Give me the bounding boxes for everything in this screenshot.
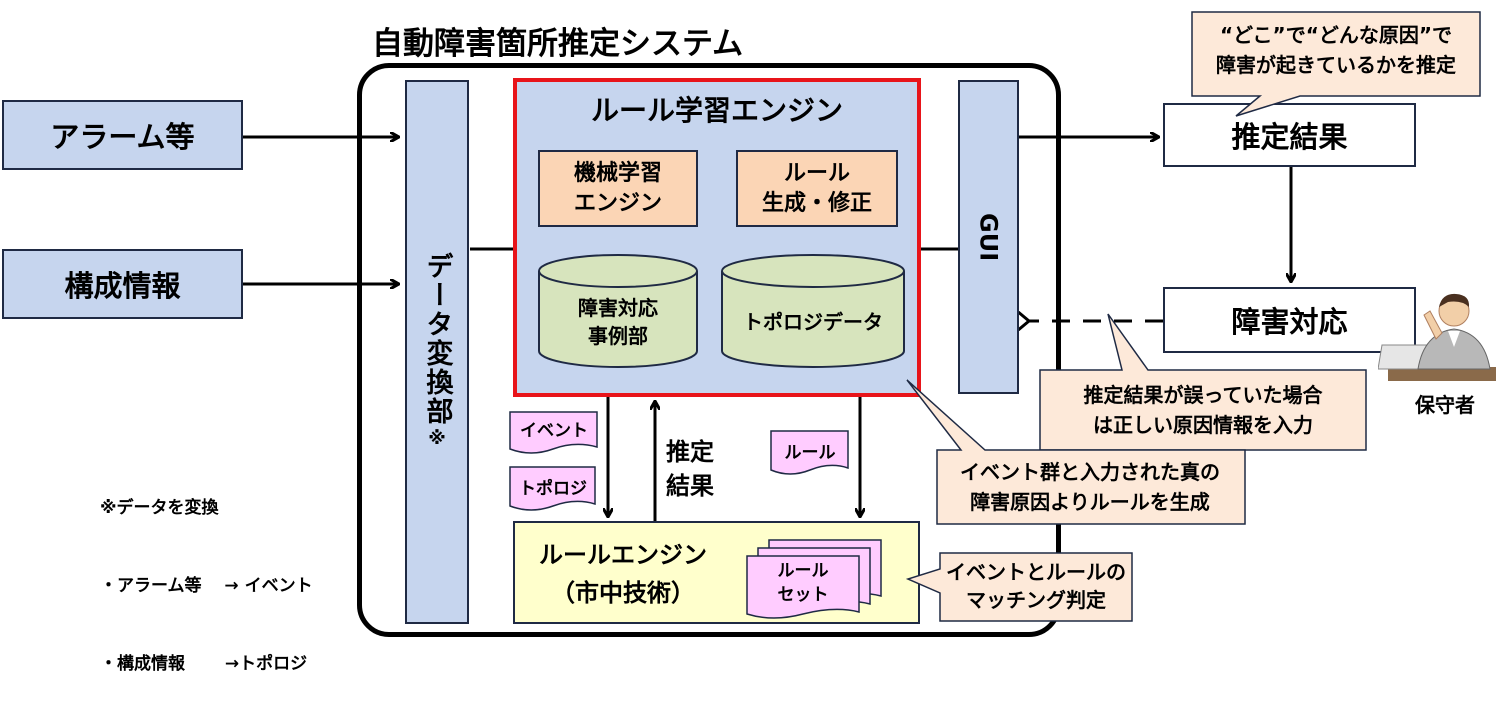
callout-where-what-line2: 障害が起きているかを推定 <box>1216 53 1456 77</box>
callout-matching-line1: イベントとルールの <box>946 560 1126 584</box>
callout-where-what: “どこ”で“どんな原因”で 障害が起きているかを推定 <box>1192 14 1480 86</box>
maintainer-label: 保守者 <box>1415 392 1475 417</box>
estimate-arrow-line2: 結果 <box>666 472 714 500</box>
event-document-label: イベント <box>520 420 588 441</box>
system-title: 自動障害箇所推定システム <box>372 26 744 62</box>
callout-generate-rule-line1: イベント群と入力された真の <box>960 460 1220 484</box>
ruleset-label: ルール セット <box>747 558 859 608</box>
event-document-icon <box>509 411 598 454</box>
ruleset-document-stack-icon <box>746 539 882 619</box>
ml-engine-line1: 機械学習 <box>573 160 662 186</box>
rule-engine-title: ルールエンジン <box>539 541 707 569</box>
gui-label: GUI <box>974 212 1003 262</box>
db-topology-cylinder-icon <box>721 254 905 368</box>
connector-layer <box>243 0 1504 521</box>
callout-wrong-result: 推定結果が誤っていた場合 は正しい原因情報を入力 <box>1042 374 1364 446</box>
rule-engine-title-block: ルールエンジン （市中技術） <box>518 531 728 617</box>
callout-generate-rule: イベント群と入力された真の 障害原因よりルールを生成 <box>940 452 1240 522</box>
rule-document-label: ルール <box>784 442 836 463</box>
rule-generation-box: ルール 生成・修正 <box>736 150 898 227</box>
db-topology-label: トポロジデータ <box>743 310 883 334</box>
estimate-result-label: 推定結果 <box>1231 120 1348 154</box>
input-alarm-box: アラーム等 <box>2 100 243 170</box>
data-converter-box: データ変換部 ※ <box>405 80 469 624</box>
callout-where-what-shape <box>1191 11 1481 117</box>
note-line-alarm: ・アラーム等 → イベント <box>100 576 313 596</box>
fault-response-box: 障害対応 <box>1163 287 1416 353</box>
data-converter-mark: ※ <box>428 428 446 449</box>
estimate-arrow-line1: 推定 <box>666 438 714 466</box>
db-cases-line1: 障害対応 <box>578 296 658 320</box>
note-line-config: ・構成情報 →トポロジ <box>100 654 308 674</box>
db-cases-cylinder-icon <box>538 254 698 368</box>
input-config-label: 構成情報 <box>64 269 181 303</box>
gui-box: GUI <box>958 80 1019 394</box>
callout-generate-rule-shape <box>906 379 1246 525</box>
callout-wrong-result-line2: は正しい原因情報を入力 <box>1093 413 1313 437</box>
callout-matching-line2: マッチング判定 <box>966 588 1106 612</box>
ruleset-line2: セット <box>777 585 829 605</box>
rule-generation-line2: 生成・修正 <box>761 190 872 216</box>
data-converter-label: データ変換部 <box>421 252 453 426</box>
db-cases-label: 障害対応 事例部 <box>537 290 699 354</box>
note-title: ※データを変換 <box>100 498 219 518</box>
topology-document-label: トポロジ <box>519 478 587 499</box>
ml-engine-line2: エンジン <box>573 190 662 216</box>
input-alarm-label: アラーム等 <box>50 120 195 154</box>
conversion-note: ※データを変換 ・アラーム等 → イベント ・構成情報 →トポロジ <box>100 443 350 674</box>
callout-wrong-result-line1: 推定結果が誤っていた場合 <box>1083 383 1323 407</box>
rule-engine-subtitle: （市中技術） <box>551 579 695 607</box>
fault-response-label: 障害対応 <box>1231 305 1348 339</box>
callout-where-what-line1: “どこ”で“どんな原因”で <box>1220 23 1452 47</box>
callout-matching-shape <box>906 552 1133 622</box>
callout-matching: イベントとルールの マッチング判定 <box>942 554 1130 618</box>
estimate-arrow-label: 推定 結果 <box>660 433 720 505</box>
input-config-box: 構成情報 <box>2 249 243 319</box>
rule-learning-engine-title: ルール学習エンジン <box>590 94 843 127</box>
estimate-result-box: 推定結果 <box>1163 103 1416 167</box>
ml-engine-box: 機械学習 エンジン <box>538 150 698 227</box>
db-cases-line2: 事例部 <box>588 324 648 348</box>
topology-document-icon <box>509 466 596 511</box>
rule-generation-line1: ルール <box>783 160 850 186</box>
rule-document-icon <box>770 430 849 475</box>
callout-generate-rule-line2: 障害原因よりルールを生成 <box>970 490 1210 514</box>
ruleset-line1: ルール <box>777 561 829 581</box>
maintainer-person-icon <box>1378 293 1496 381</box>
